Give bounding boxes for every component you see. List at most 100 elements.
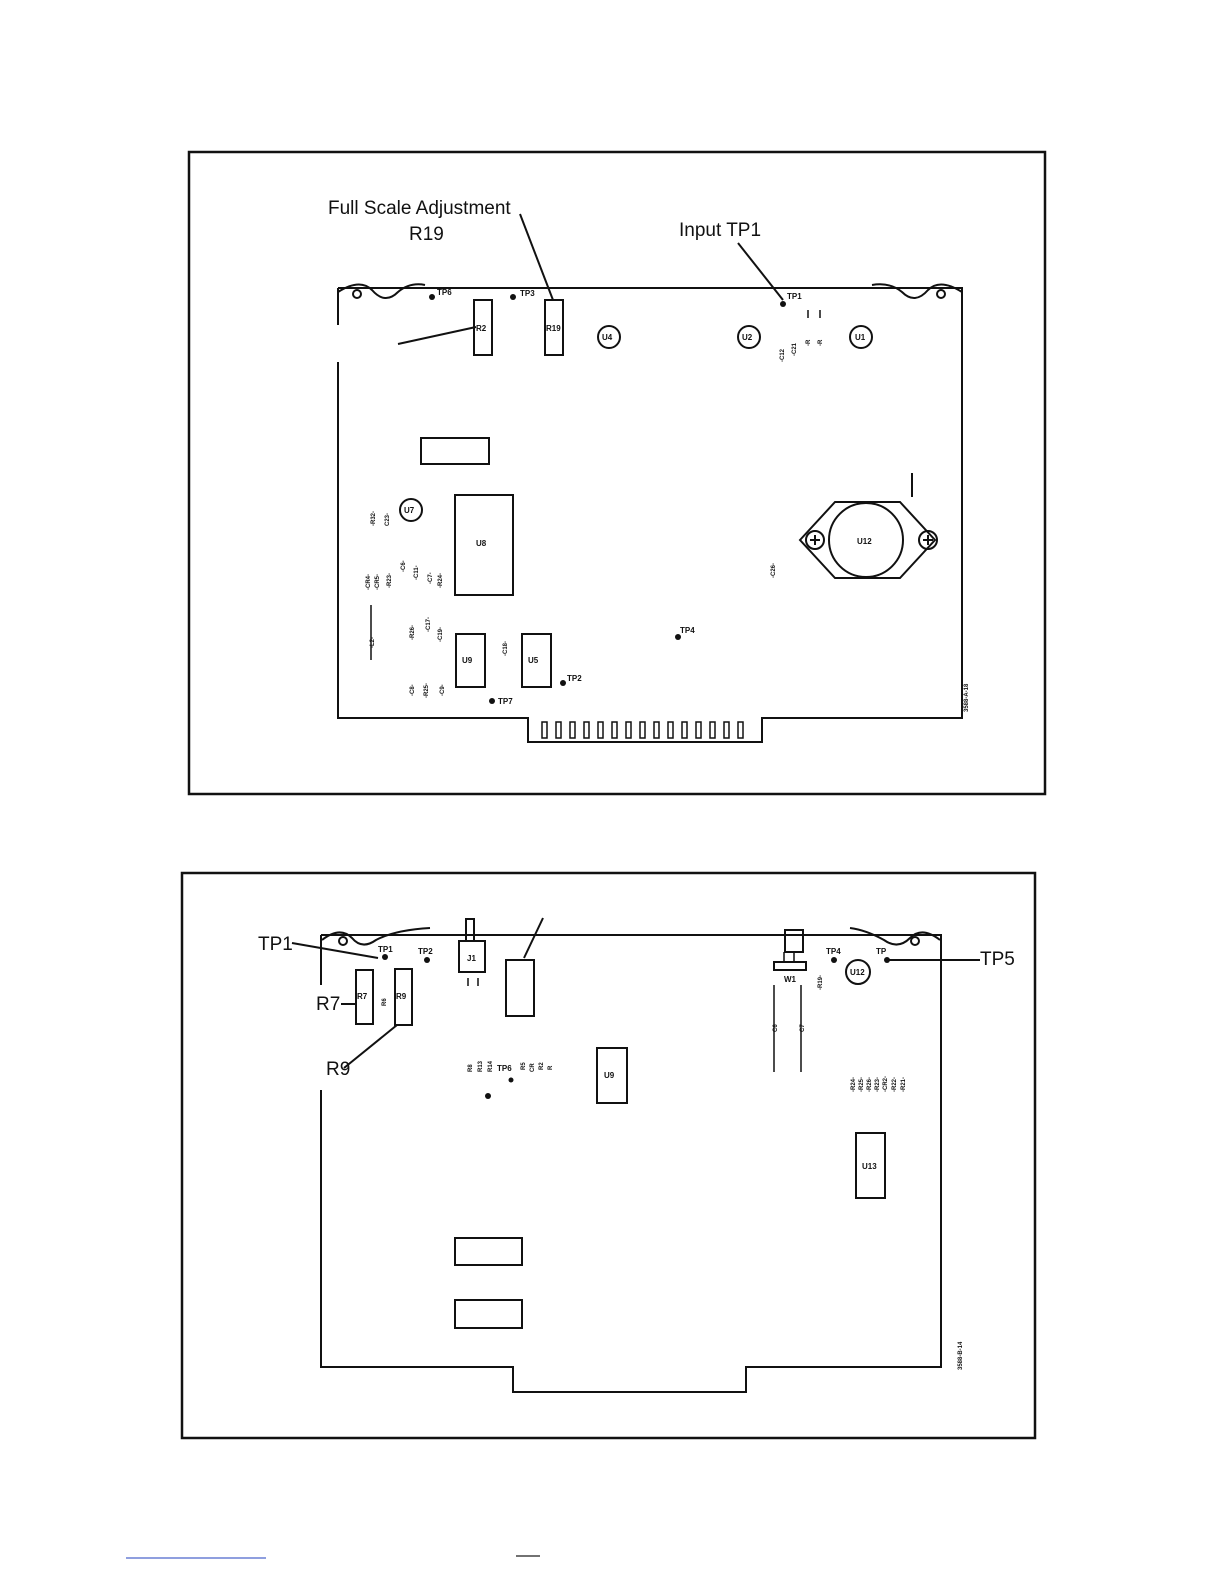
tp5-dot-b[interactable] [884, 957, 890, 963]
leader-line-r2 [397, 326, 477, 345]
r14-label-b: R14 [488, 1060, 494, 1072]
r22-label-b: -R22- [892, 1077, 898, 1092]
l2-label: -L2- [370, 637, 376, 648]
cr2-label-b: -CR2- [883, 1076, 889, 1092]
board-b-outline [320, 934, 942, 1393]
tp7-dot[interactable] [489, 698, 495, 704]
component-block-b-upper [454, 1237, 523, 1266]
c7-label: -C7- [428, 572, 434, 584]
c18-label: -C18- [503, 641, 509, 656]
r2-trimmer [473, 299, 493, 356]
r2-label: R2 [476, 324, 487, 333]
tp2-dot-b[interactable] [424, 957, 430, 963]
r8-label-b: R8 [468, 1064, 474, 1072]
w1-label: W1 [784, 975, 797, 984]
c21-label: -C21 [792, 342, 798, 356]
leader-line-tp1 [737, 242, 784, 301]
j1-connector[interactable] [458, 940, 486, 973]
r13-label-b: R13 [478, 1060, 484, 1072]
tp5-callout: TP5 [980, 949, 1015, 970]
component-block-b [505, 959, 535, 1017]
r19-callout: R19 [409, 224, 444, 245]
mounting-hole-right-b [910, 936, 920, 946]
tp5-label-b: TP [876, 947, 887, 956]
c11-label: -C11- [414, 565, 420, 580]
c26-label: -C26- [771, 563, 777, 578]
r7-trimmer[interactable] [355, 969, 374, 1025]
r6-label: R6 [382, 998, 388, 1006]
full-scale-adjustment-callout: Full Scale Adjustment [328, 198, 511, 219]
j1-pin [465, 918, 475, 942]
mounting-hole-left [352, 289, 362, 299]
tp6-label: TP6 [437, 288, 452, 297]
board-a-outline [337, 287, 963, 743]
u9-ic-b [596, 1047, 628, 1104]
tp3-dot[interactable] [510, 294, 516, 300]
figure-b: TP1 R7 R9 TP5 TP1 TP2 TP4 TP R7 R6 R9 J1 [180, 871, 1037, 1440]
u4-ic [597, 325, 621, 349]
w1-jumper-cap[interactable] [784, 929, 804, 953]
tp1-dot-b[interactable] [382, 954, 388, 960]
j1-label: J1 [467, 954, 476, 963]
r23-label: -R23- [387, 573, 393, 588]
drawing-number-a: 3588-A-18 [964, 683, 970, 712]
u13-ic-b [855, 1132, 886, 1199]
u4-label: U4 [602, 333, 613, 342]
c23-label: C23- [385, 513, 391, 526]
tp4-label-b: TP4 [826, 947, 841, 956]
card-ejector-right [871, 283, 963, 299]
cr-label-b: CR [530, 1063, 536, 1072]
c17-label: -C17- [426, 617, 432, 632]
leader-line-r9 [343, 1024, 398, 1069]
r26-label-b: -R26- [867, 1077, 873, 1092]
c6-label: -C6- [401, 560, 407, 572]
u8-ic [454, 494, 514, 596]
c8-label: -C8- [410, 684, 416, 696]
card-ejector-left-b [321, 927, 431, 946]
u13-label-b: U13 [862, 1162, 877, 1171]
r-label-b: R [548, 1065, 554, 1070]
leader-line-top [523, 917, 544, 959]
r19-trimmer[interactable] [544, 299, 564, 356]
r25-label-b: -R25- [859, 1077, 865, 1092]
tp6-label-b: TP6 [497, 1064, 512, 1073]
u7-label: U7 [404, 506, 415, 515]
r9-trimmer[interactable] [394, 968, 413, 1026]
mounting-hole-left-b [338, 936, 348, 946]
tp1-label: TP1 [787, 292, 802, 301]
tp6-dot-b[interactable] [508, 1077, 514, 1083]
u8-label: U8 [476, 539, 487, 548]
r7-callout: R7 [316, 994, 340, 1015]
tp1-label-b: TP1 [378, 945, 393, 954]
c7-label-b: C7 [800, 1024, 806, 1032]
u1-label: U1 [855, 333, 866, 342]
r19-label: R19 [546, 324, 561, 333]
r19-label-b: -R19- [818, 975, 824, 990]
r21-label-b: -R21- [901, 1077, 907, 1092]
tp2-label-b: TP2 [418, 947, 433, 956]
u9-ic [455, 633, 486, 688]
tp1-callout: TP1 [258, 934, 293, 955]
u9-label: U9 [462, 656, 473, 665]
leader-line-r19 [519, 213, 554, 301]
u2-ic [737, 325, 761, 349]
tp4-dot-b[interactable] [831, 957, 837, 963]
figure-b-frame [180, 871, 1037, 1440]
tp4-dot[interactable] [675, 634, 681, 640]
u12-regulator [798, 501, 938, 579]
r7-label: R7 [357, 992, 368, 1001]
u9-label-b: U9 [604, 1071, 615, 1080]
tp2-dot[interactable] [560, 680, 566, 686]
r23-label-b: -R23- [875, 1077, 881, 1092]
tp2-label: TP2 [567, 674, 582, 683]
r32-label: -R32- [371, 511, 377, 526]
u7-ic [399, 498, 423, 522]
tp1-dot[interactable] [780, 301, 786, 307]
component-block-b-lower [454, 1299, 523, 1329]
tp6-dot[interactable] [429, 294, 435, 300]
cr5-label: -CR5- [375, 574, 381, 590]
r25-label: -R25- [424, 683, 430, 698]
w1-header [773, 961, 807, 971]
tp3-label: TP3 [520, 289, 535, 298]
